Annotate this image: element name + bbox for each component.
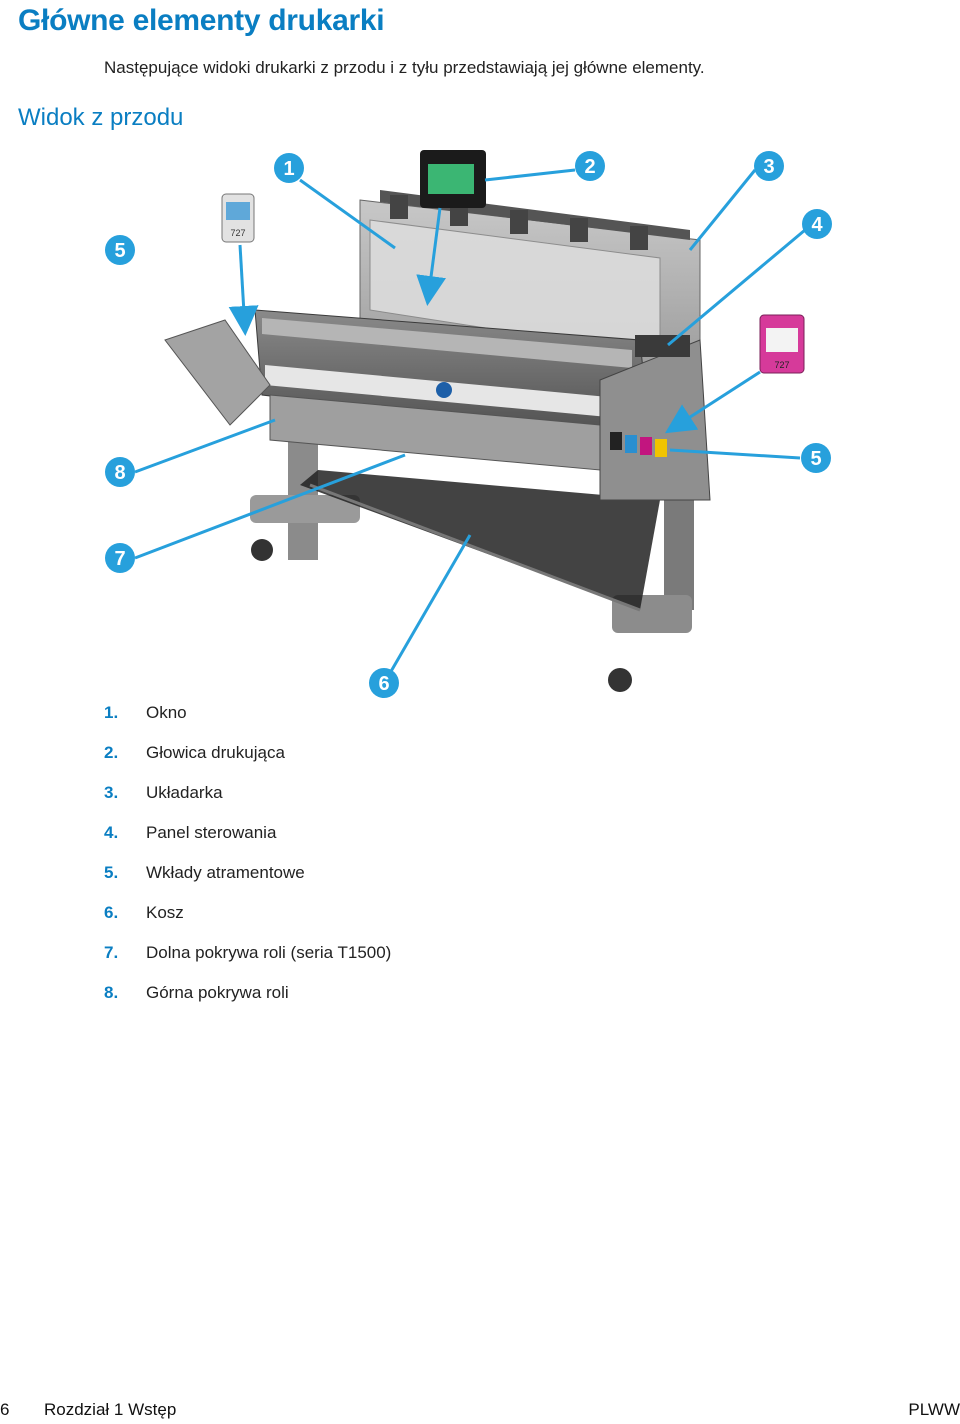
legend-number: 2.: [104, 743, 119, 762]
callout-6: 6: [369, 668, 399, 698]
legend-item: 1. Okno: [104, 703, 391, 743]
locale-code: PLWW: [908, 1400, 960, 1419]
svg-text:6: 6: [378, 673, 389, 695]
cartridge-label-cyan: 727: [230, 228, 245, 238]
legend-item: 5. Wkłady atramentowe: [104, 863, 391, 903]
legend-item: 7. Dolna pokrywa roli (seria T1500): [104, 943, 391, 983]
svg-text:2: 2: [584, 156, 595, 178]
callout-lines: [134, 168, 806, 681]
callout-7: 7: [105, 543, 135, 573]
legend-number: 7.: [104, 943, 119, 962]
callout-5-left: 5: [105, 235, 135, 265]
legend-item: 3. Układarka: [104, 783, 391, 823]
legend-text: Dolna pokrywa roli (seria T1500): [146, 943, 392, 962]
legend-number: 8.: [104, 983, 119, 1002]
section-subtitle: Widok z przodu: [18, 104, 184, 131]
legend-number: 6.: [104, 903, 119, 922]
legend-item: 2. Głowica drukująca: [104, 743, 391, 783]
legend-number: 5.: [104, 863, 119, 882]
cartridge-label-magenta: 727: [774, 360, 789, 370]
svg-text:8: 8: [114, 462, 125, 484]
intro-paragraph: Następujące widoki drukarki z przodu i z…: [104, 58, 705, 77]
legend-text: Wkłady atramentowe: [146, 863, 305, 882]
page-footer: 6 Rozdział 1 Wstęp PLWW: [0, 1400, 960, 1422]
legend-text: Okno: [146, 703, 187, 722]
legend-number: 1.: [104, 703, 119, 722]
legend-text: Kosz: [146, 903, 184, 922]
legend-text: Panel sterowania: [146, 823, 277, 842]
legend-item: 4. Panel sterowania: [104, 823, 391, 863]
callout-8: 8: [105, 457, 135, 487]
legend-text: Głowica drukująca: [146, 743, 285, 762]
callout-3: 3: [754, 151, 784, 181]
callout-4: 4: [802, 209, 832, 239]
parts-legend: 1. Okno 2. Głowica drukująca 3. Układarka 4…: [104, 703, 391, 1023]
callout-5-right: 5: [801, 443, 831, 473]
svg-text:1: 1: [283, 158, 294, 180]
page-number: 6: [0, 1400, 10, 1419]
legend-item: 6. Kosz: [104, 903, 391, 943]
svg-text:3: 3: [763, 156, 774, 178]
callout-2: 2: [575, 151, 605, 181]
svg-text:5: 5: [810, 448, 821, 470]
svg-text:5: 5: [114, 240, 125, 262]
legend-number: 4.: [104, 823, 119, 842]
legend-text: Górna pokrywa roli: [146, 983, 289, 1002]
legend-number: 3.: [104, 783, 119, 802]
legend-text: Układarka: [146, 783, 223, 802]
svg-text:4: 4: [811, 214, 823, 236]
printer-drawing: 727 727: [164, 150, 805, 692]
printer-illustration: 727 727 1 2 3 4: [105, 150, 832, 698]
legend-item: 8. Górna pokrywa roli: [104, 983, 391, 1023]
page-title: Główne elementy drukarki: [18, 4, 385, 37]
chapter-label: Rozdział 1 Wstęp: [44, 1400, 177, 1419]
svg-text:7: 7: [114, 548, 125, 570]
callout-1: 1: [274, 153, 304, 183]
